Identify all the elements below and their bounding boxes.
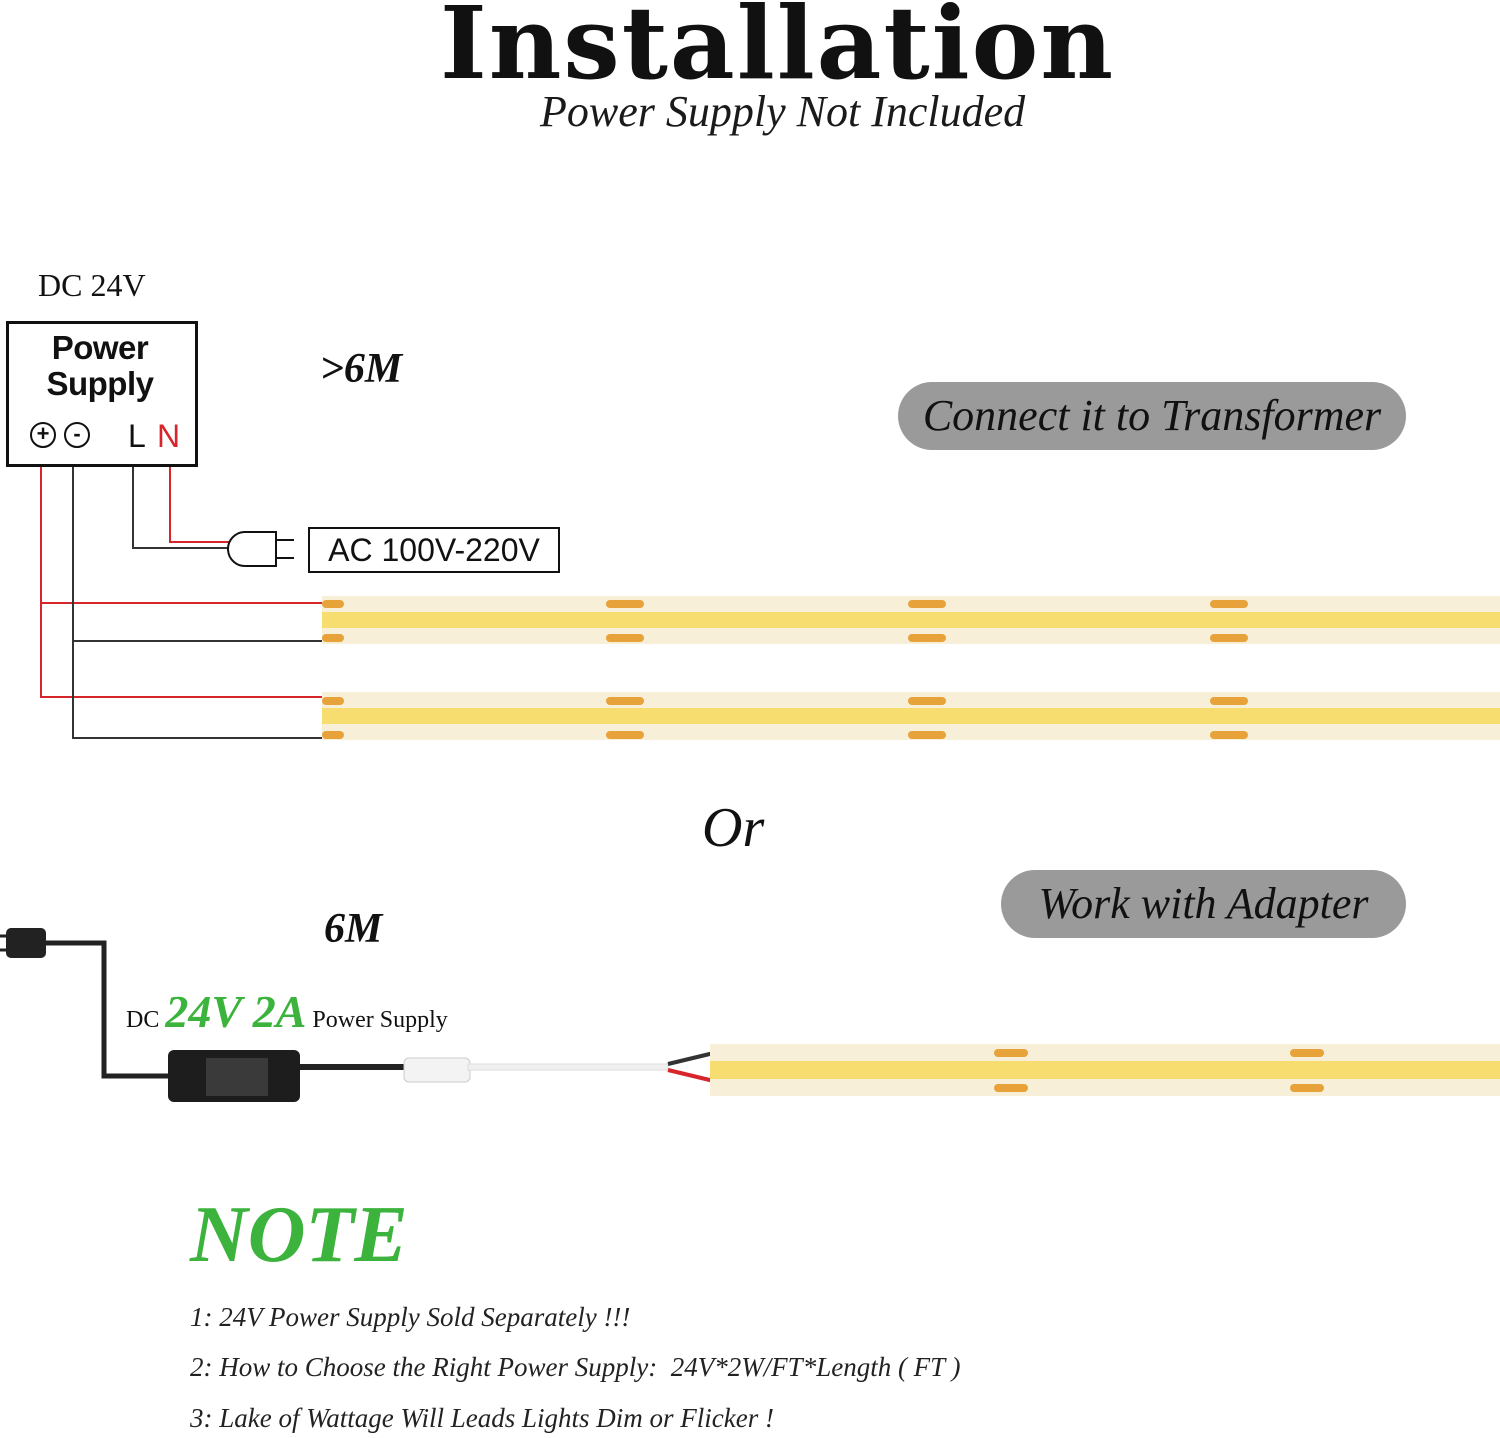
power-supply-label: Power Supply — [46, 329, 154, 402]
dc-wires — [40, 446, 322, 739]
terminal-l: L — [128, 418, 146, 454]
plus-terminal-icon: + — [30, 422, 56, 448]
dc-voltage-label: DC 24V — [38, 267, 146, 303]
terminal-n: N — [157, 418, 181, 454]
ac-plug-icon — [227, 531, 294, 568]
minus-terminal-icon: - — [64, 422, 90, 448]
led-strip-1 — [322, 596, 1500, 644]
transformer-method-badge: Connect it to Transformer — [898, 382, 1406, 450]
length-over-6m: >6M — [320, 346, 403, 392]
page-subtitle: Power Supply Not Included — [540, 87, 1026, 136]
adapter-brick-icon — [168, 1050, 719, 1102]
adapter-dc-prefix: DC — [126, 1007, 160, 1033]
ac-wires — [132, 446, 246, 549]
note-heading: NOTE — [190, 1191, 408, 1279]
adapter-spec: 24V 2A — [165, 986, 307, 1037]
note-line-2: 2: How to Choose the Right Power Supply:… — [190, 1352, 961, 1382]
led-strip-2 — [322, 692, 1500, 740]
adapter-method-badge: Work with Adapter — [1001, 870, 1406, 938]
or-separator: Or — [702, 797, 765, 859]
note-line-1: 1: 24V Power Supply Sold Separately !!! — [190, 1302, 631, 1332]
ac-voltage-label: AC 100V-220V — [308, 527, 560, 573]
adapter-ps-suffix: Power Supply — [312, 1007, 448, 1033]
length-6m: 6M — [324, 906, 383, 952]
euro-plug-icon — [0, 928, 170, 1079]
note-line-3: 3: Lake of Wattage Will Leads Lights Dim… — [190, 1403, 774, 1433]
led-strip-3 — [710, 1044, 1500, 1096]
page-title: Installation — [439, 0, 1116, 102]
